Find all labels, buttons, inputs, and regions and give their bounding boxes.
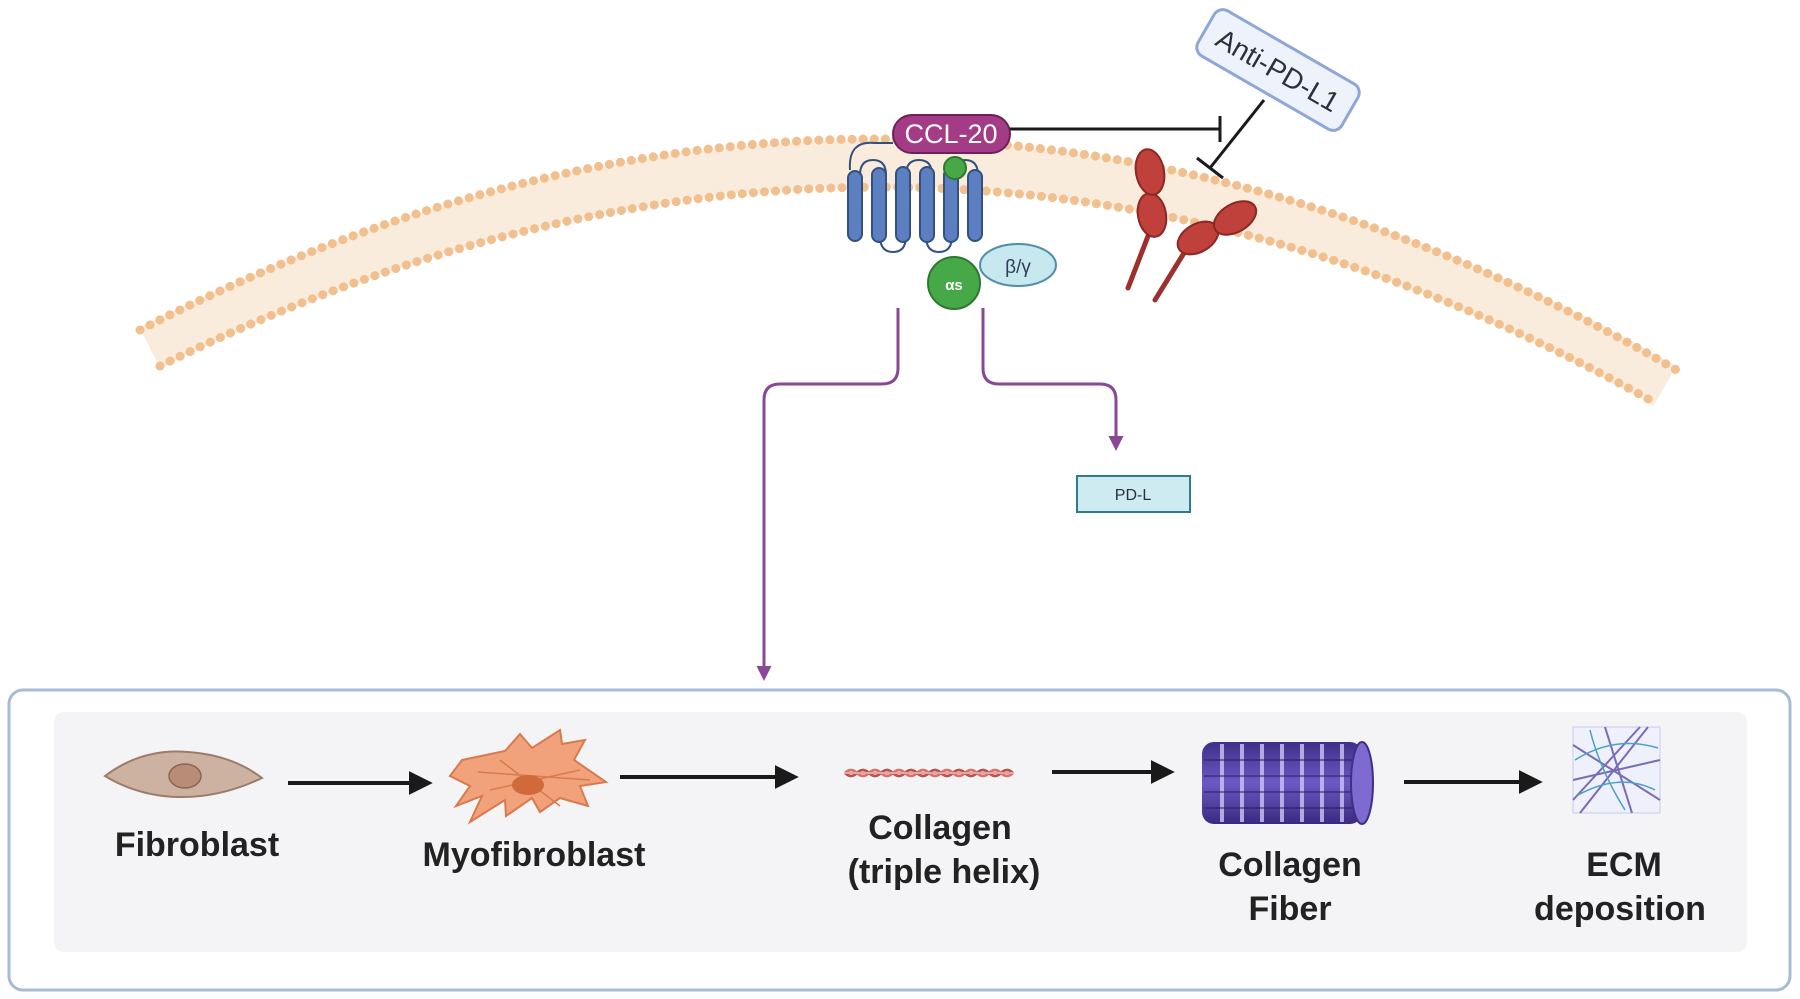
membrane-tails <box>139 140 1677 406</box>
signal-arrows <box>756 308 1124 681</box>
g-alpha-subunit <box>927 256 981 310</box>
step-label: Fibroblast <box>115 826 279 864</box>
transmembrane-helix <box>919 166 935 243</box>
gpcr-receptor <box>847 141 983 254</box>
ecm-mesh-icon <box>1572 726 1661 814</box>
fibroblast-cell <box>103 750 264 799</box>
signal-arrow-to-nucleus <box>756 308 900 681</box>
signal-arrow-to-pdl <box>981 308 1124 451</box>
g-protein: β/γ αs <box>927 243 1057 310</box>
pathway-labels: Fibroblast Myofibroblast Collagen (tripl… <box>115 809 1706 928</box>
beta-gamma-subunit <box>979 243 1057 287</box>
step-label: Collagen <box>868 809 1012 847</box>
g-alpha-label: αs <box>945 277 963 294</box>
receptor-loops <box>859 158 979 254</box>
myofibroblast-cell <box>448 728 609 825</box>
antibody-box <box>1195 8 1361 132</box>
binding-site-dot <box>943 156 967 180</box>
transmembrane-helix <box>847 170 863 242</box>
step-label: ECM <box>1586 846 1662 884</box>
antibody-inhibition <box>1196 99 1266 180</box>
step-label-line2: (triple helix) <box>848 853 1041 891</box>
inhibition-line <box>1010 116 1222 142</box>
collagen-fiber-icon <box>1202 741 1374 825</box>
anti-pdl1-antibody: Anti-PD-L1 <box>1195 8 1361 132</box>
step-label-line2: Fiber <box>1248 890 1331 928</box>
step-label: Collagen <box>1218 846 1362 884</box>
beta-gamma-label: β/γ <box>1005 257 1031 278</box>
step-label-line2: deposition <box>1534 890 1706 928</box>
membrane-inner-leaflet <box>155 182 1655 405</box>
pdl-label: PD-L <box>1115 487 1152 504</box>
collagen-helix-icon <box>844 768 1014 778</box>
pathway-arrows <box>288 760 1543 795</box>
pdl-box: PD-L <box>1076 475 1191 513</box>
transmembrane-helix <box>871 167 887 243</box>
step-label: Myofibroblast <box>423 836 646 874</box>
transmembrane-helix <box>895 166 911 243</box>
pdl1-protein <box>1125 148 1258 303</box>
ccl20-pill <box>892 114 1011 154</box>
transmembrane-helix <box>967 169 983 242</box>
ccl20-ligand: CCL-20 <box>892 114 1011 154</box>
ccl20-label: CCL-20 <box>904 119 997 149</box>
receptor-n-terminus <box>848 141 893 171</box>
